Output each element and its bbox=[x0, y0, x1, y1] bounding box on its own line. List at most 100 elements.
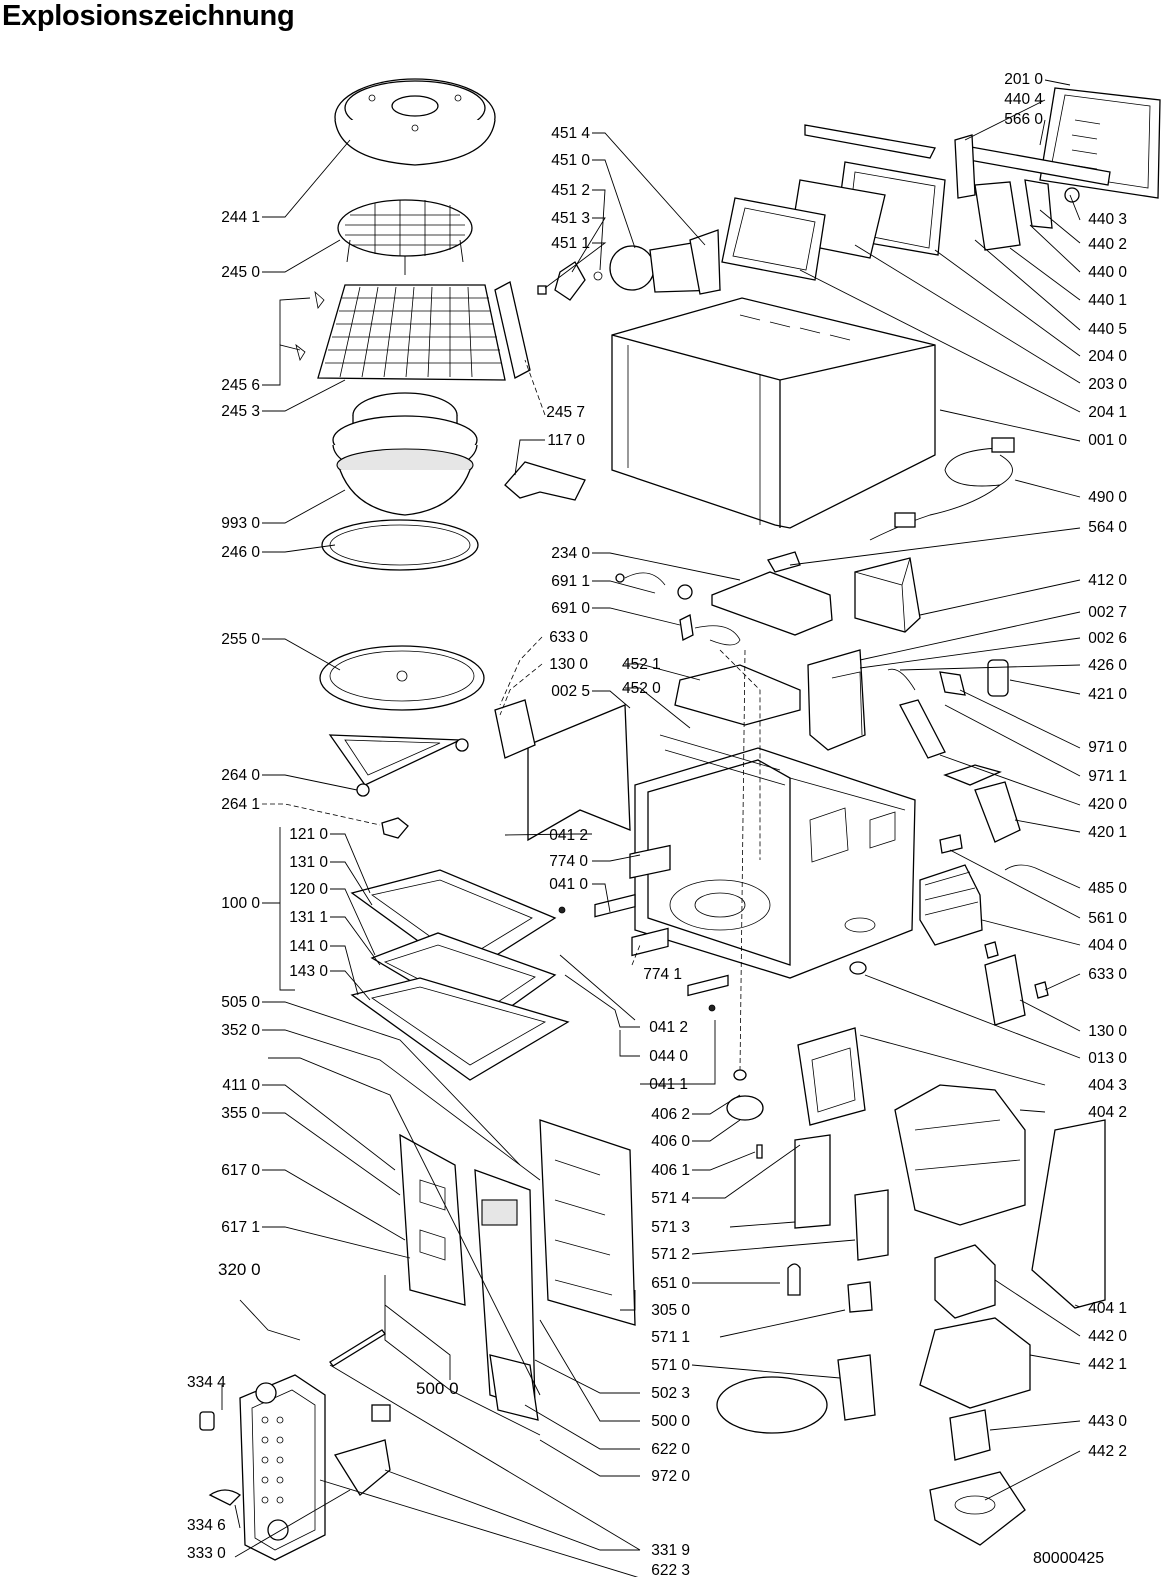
label-245-0: 245 0 bbox=[221, 264, 260, 281]
label-691-1: 691 1 bbox=[551, 573, 590, 590]
label-041-0: 041 0 bbox=[549, 876, 588, 893]
label-121-0: 121 0 bbox=[289, 826, 328, 843]
round-rack-part bbox=[337, 199, 473, 275]
knob-part bbox=[199, 1411, 215, 1431]
power-cord-part bbox=[869, 437, 1015, 541]
lamp-socket-part bbox=[847, 1281, 873, 1313]
label-406-0: 406 0 bbox=[651, 1133, 690, 1150]
shield-cover-part bbox=[674, 664, 801, 726]
interlock-switch-part bbox=[984, 954, 1026, 1026]
label-442-1: 442 1 bbox=[1088, 1356, 1127, 1373]
lamp-part bbox=[787, 1263, 801, 1296]
label-426-0: 426 0 bbox=[1088, 657, 1127, 674]
hinge-plate-part bbox=[629, 844, 671, 879]
label-440-0: 440 0 bbox=[1088, 264, 1127, 281]
label-993-0: 993 0 bbox=[221, 515, 260, 532]
magnetron-part bbox=[919, 864, 983, 946]
air-guide-part bbox=[1031, 1119, 1106, 1309]
latch-hook-part bbox=[1024, 179, 1053, 229]
label-502-3: 502 3 bbox=[651, 1385, 690, 1402]
label-440-5: 440 5 bbox=[1088, 321, 1127, 338]
label-404-3: 404 3 bbox=[1088, 1077, 1127, 1094]
label-041-2-top: 041 2 bbox=[549, 827, 588, 844]
small-bracket-part bbox=[767, 551, 801, 573]
label-411-0: 411 0 bbox=[222, 1077, 260, 1094]
bracket-part bbox=[504, 461, 586, 501]
push-button-part bbox=[333, 1439, 391, 1496]
door-switch-plate-part bbox=[954, 134, 976, 199]
label-633-0-right: 633 0 bbox=[1088, 966, 1127, 983]
air-duct-part bbox=[797, 1027, 866, 1126]
label-355-0: 355 0 bbox=[221, 1105, 260, 1122]
cabinet-cover-part bbox=[611, 297, 936, 529]
label-651-0: 651 0 bbox=[651, 1275, 690, 1292]
knob-shaft-part bbox=[329, 1329, 386, 1367]
roller-support-part bbox=[328, 734, 469, 797]
label-201-0: 201 0 bbox=[1004, 71, 1043, 88]
label-421-0: 421 0 bbox=[1088, 686, 1127, 703]
main-chassis-part bbox=[634, 734, 916, 979]
label-443-0: 443 0 bbox=[1088, 1413, 1127, 1430]
waveguide-cover-part bbox=[711, 571, 833, 636]
label-404-1: 404 1 bbox=[1088, 1300, 1127, 1317]
label-333-0: 333 0 bbox=[187, 1545, 226, 1562]
label-617-0: 617 0 bbox=[221, 1162, 260, 1179]
label-451-3: 451 3 bbox=[551, 210, 590, 227]
lamp-holder-part bbox=[837, 1354, 876, 1421]
label-264-0: 264 0 bbox=[221, 767, 260, 784]
part-drawings bbox=[199, 78, 1161, 1561]
label-002-6: 002 6 bbox=[1088, 630, 1127, 647]
label-404-2: 404 2 bbox=[1088, 1104, 1127, 1121]
label-404-0: 404 0 bbox=[1088, 937, 1127, 954]
fan-motor-part bbox=[934, 1244, 996, 1319]
fan-cover-part bbox=[894, 1084, 1026, 1226]
label-490-0: 490 0 bbox=[1088, 489, 1127, 506]
roller-ring-part bbox=[321, 519, 479, 571]
label-440-4: 440 4 bbox=[1004, 91, 1043, 108]
label-130-0-right: 130 0 bbox=[1088, 1023, 1127, 1040]
button-part bbox=[208, 1489, 242, 1506]
label-571-4: 571 4 bbox=[651, 1190, 690, 1207]
label-002-7: 002 7 bbox=[1088, 604, 1127, 621]
document-number: 80000425 bbox=[1033, 1550, 1105, 1567]
label-406-2: 406 2 bbox=[651, 1106, 690, 1123]
label-633-0-left: 633 0 bbox=[549, 629, 588, 646]
label-406-1: 406 1 bbox=[651, 1162, 690, 1179]
label-564-0: 564 0 bbox=[1088, 519, 1127, 536]
label-571-0: 571 0 bbox=[651, 1357, 690, 1374]
lamp-lens-part bbox=[716, 1376, 828, 1434]
label-352-0: 352 0 bbox=[221, 1022, 260, 1039]
label-234-0: 234 0 bbox=[551, 545, 590, 562]
label-255-0: 255 0 bbox=[221, 631, 260, 648]
label-451-2: 451 2 bbox=[551, 182, 590, 199]
label-452-0: 452 0 bbox=[622, 680, 661, 697]
label-334-6: 334 6 bbox=[187, 1517, 226, 1534]
label-442-0: 442 0 bbox=[1088, 1328, 1127, 1345]
foot-part bbox=[849, 961, 867, 975]
label-451-4: 451 4 bbox=[551, 125, 590, 142]
label-041-1: 041 1 bbox=[649, 1076, 688, 1093]
label-571-1: 571 1 bbox=[651, 1329, 690, 1346]
label-041-2-bottom: 041 2 bbox=[649, 1019, 688, 1036]
label-442-2: 442 2 bbox=[1088, 1443, 1127, 1460]
switch-holder-part bbox=[974, 781, 1021, 843]
label-440-1: 440 1 bbox=[1088, 292, 1127, 309]
diode-part bbox=[899, 699, 946, 759]
label-141-0: 141 0 bbox=[289, 938, 328, 955]
label-500-0-left: 500 0 bbox=[416, 1379, 459, 1398]
top-rail-part bbox=[804, 124, 936, 159]
steamer-part bbox=[332, 392, 478, 516]
turntable-motor-part bbox=[726, 1095, 764, 1121]
part-labels: 201 0 440 4 566 0 440 3 440 2 440 0 440 … bbox=[187, 71, 1127, 1577]
fan-motor-housing-part bbox=[919, 1317, 1031, 1409]
label-246-0: 246 0 bbox=[221, 544, 260, 561]
label-245-6: 245 6 bbox=[221, 377, 260, 394]
side-panel-part bbox=[807, 649, 866, 751]
label-002-5: 002 5 bbox=[551, 683, 590, 700]
label-131-0: 131 0 bbox=[289, 854, 328, 871]
label-561-0: 561 0 bbox=[1088, 910, 1127, 927]
label-331-9: 331 9 bbox=[651, 1542, 690, 1559]
latch-part bbox=[974, 181, 1021, 251]
chassis-side-part bbox=[527, 704, 631, 842]
